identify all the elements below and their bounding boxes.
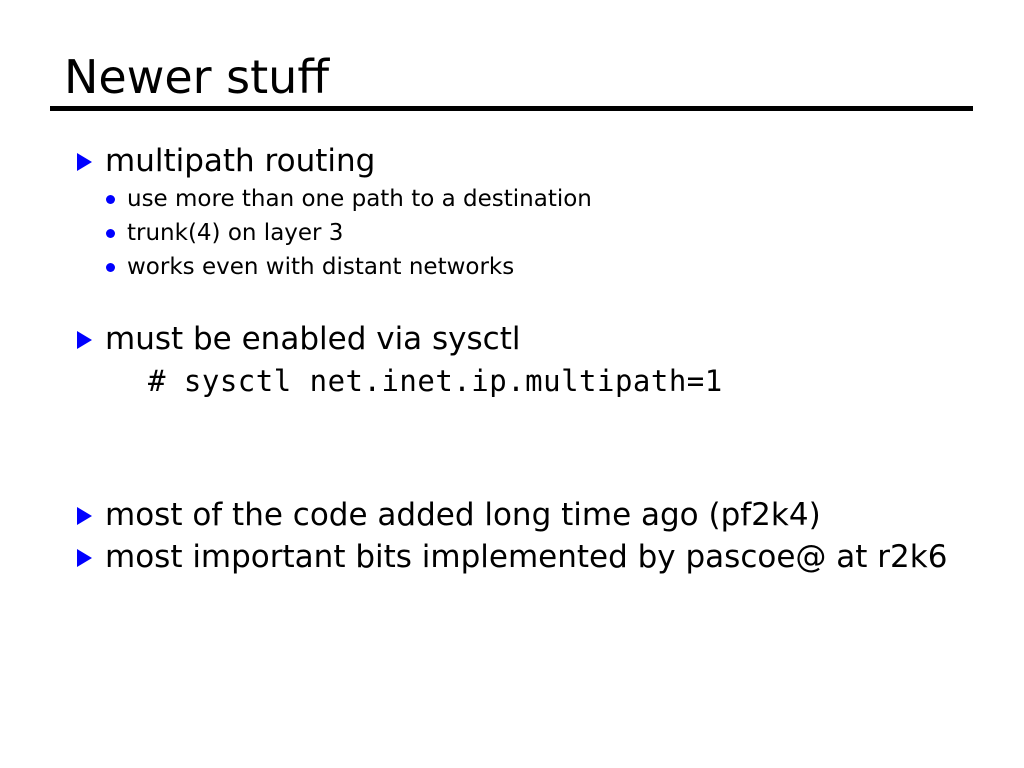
page-title: Newer stuff (64, 50, 330, 104)
dot-bullet-icon (106, 229, 115, 238)
bullet-text: trunk(4) on layer 3 (127, 220, 344, 246)
bullet-item-code-added-long-ago: most of the code added long time ago (pf… (0, 494, 1024, 536)
bullet-item-distant-networks: works even with distant networks (0, 250, 1024, 284)
slide-header: Newer stuff (50, 50, 974, 111)
triangle-bullet-icon (77, 153, 92, 171)
bullet-item-enabled-via-sysctl: must be enabled via sysctl (0, 318, 1024, 360)
bullet-item-trunk-layer-3: trunk(4) on layer 3 (0, 216, 1024, 250)
triangle-bullet-icon (77, 549, 92, 567)
spacer (0, 402, 1024, 494)
bullet-text: works even with distant networks (127, 254, 515, 280)
dot-bullet-icon (106, 263, 115, 272)
bullet-text: most of the code added long time ago (pf… (105, 497, 821, 533)
spacer (0, 284, 1024, 318)
bullet-text: multipath routing (105, 143, 376, 179)
bullet-text: must be enabled via sysctl (105, 321, 521, 357)
dot-bullet-icon (106, 195, 115, 204)
bullet-text: most important bits implemented by pasco… (105, 539, 948, 575)
triangle-bullet-icon (77, 507, 92, 525)
bullet-item-implemented-by-pascoe: most important bits implemented by pasco… (0, 536, 1024, 578)
code-snippet-sysctl: # sysctl net.inet.ip.multipath=1 (148, 364, 723, 398)
triangle-bullet-icon (77, 331, 92, 349)
bullet-item-use-more-than-one-path: use more than one path to a destination (0, 182, 1024, 216)
bullet-text: use more than one path to a destination (127, 186, 592, 212)
title-divider (50, 106, 973, 111)
bullet-item-multipath-routing: multipath routing (0, 140, 1024, 182)
slide-body: multipath routing use more than one path… (0, 140, 1024, 578)
